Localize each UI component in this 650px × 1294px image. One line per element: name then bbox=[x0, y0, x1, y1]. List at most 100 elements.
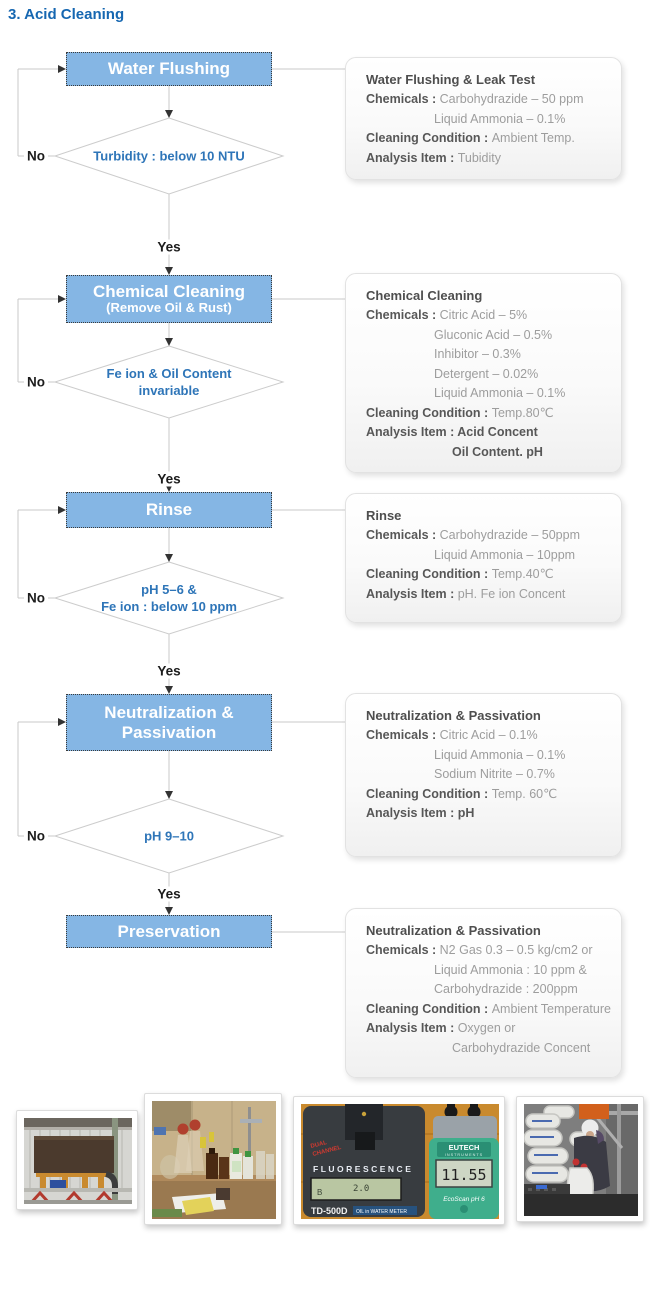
card-line-value: Sodium Nitrite – 0.7% bbox=[434, 767, 555, 781]
box-label: Water Flushing bbox=[107, 59, 231, 79]
decision-text: Fe ion & Oil Content bbox=[106, 366, 232, 381]
meter-channel-text: B bbox=[317, 1188, 322, 1197]
card-line: Analysis Item : Oxygen or bbox=[366, 1019, 607, 1039]
decision-ph-fe-label: pH 5–6 & Fe ion : below 10 ppm bbox=[54, 581, 284, 615]
photo-measurement-meters: DUAL CHANNEL FLUORESCENCE B 2.0 TD-500D … bbox=[293, 1096, 505, 1225]
card-line-value: pH. Fe ion Concent bbox=[457, 586, 566, 601]
card-line: Carbohydrazide : 200ppm bbox=[366, 980, 607, 1000]
card-line-value: Carbohydrazide – 50ppm bbox=[439, 528, 581, 542]
card-line-label: Cleaning Condition : bbox=[366, 786, 492, 801]
card-line: Liquid Ammonia – 0.1% bbox=[366, 110, 607, 130]
card-line: Analysis Item : pH bbox=[366, 804, 607, 824]
card-line-value: Temp.80℃ bbox=[491, 405, 554, 420]
decision-text: Fe ion : below 10 ppm bbox=[101, 599, 237, 614]
page-title: 3. Acid Cleaning bbox=[8, 6, 125, 23]
card-line: Chemicals : Carbohydrazide – 50ppm bbox=[366, 526, 607, 546]
photo-lab-bench-image bbox=[152, 1101, 276, 1219]
card-line: Cleaning Condition : Ambient Temperature bbox=[366, 1000, 611, 1020]
info-card-rinse: Rinse Chemicals : Carbohydrazide – 50ppm… bbox=[345, 493, 622, 623]
box-rinse: Rinse bbox=[66, 492, 272, 528]
card-line: Liquid Ammonia – 0.1% bbox=[366, 746, 607, 766]
card-line-value: Liquid Ammonia – 10ppm bbox=[434, 547, 576, 562]
box-sublabel: (Remove Oil & Rust) bbox=[106, 300, 232, 316]
card-line: Oil Content. pH bbox=[366, 443, 607, 463]
card-line-value: Temp. 60℃ bbox=[491, 786, 558, 801]
card-line-value: Oxygen or bbox=[457, 1021, 516, 1035]
card-line-label: Chemicals : bbox=[366, 943, 440, 957]
card-line-value: Inhibitor – 0.3% bbox=[434, 347, 521, 361]
card-line-value: Liquid Ammonia – 0.1% bbox=[434, 747, 566, 762]
box-preservation: Preservation bbox=[66, 915, 272, 948]
box-label: Passivation bbox=[121, 722, 217, 742]
card-lines: Chemicals : N2 Gas 0.3 – 0.5 kg/cm2 or Li… bbox=[366, 941, 611, 1059]
box-label: Rinse bbox=[145, 500, 193, 520]
card-line-value: Carbohydrazide : 200ppm bbox=[434, 982, 578, 996]
decision-text: pH 9–10 bbox=[144, 828, 194, 844]
card-line-value: Citric Acid – 0.1% bbox=[439, 728, 538, 742]
meter-reading-text: 2.0 bbox=[353, 1184, 369, 1194]
card-line: Carbohydrazide Concent bbox=[366, 1039, 607, 1059]
box-neutralization-passivation: Neutralization & Passivation bbox=[66, 694, 272, 751]
card-line: Gluconic Acid – 0.5% bbox=[366, 326, 607, 346]
card-lines: Chemicals : Citric Acid – 0.1%Liquid Amm… bbox=[366, 726, 607, 824]
edge-label-yes: Yes bbox=[154, 239, 184, 255]
card-line-value: Oil Content. pH bbox=[452, 444, 543, 459]
card-line-label: Cleaning Condition : bbox=[366, 1001, 492, 1016]
decision-ph-9-10-label: pH 9–10 bbox=[54, 828, 284, 845]
card-line: Analysis Item : pH. Fe ion Concent bbox=[366, 585, 607, 605]
card-line-value: Detergent – 0.02% bbox=[434, 366, 539, 381]
card-title: Rinse bbox=[366, 508, 402, 523]
decision-fe-oil-label: Fe ion & Oil Content invariable bbox=[54, 365, 284, 399]
card-line-value: Gluconic Acid – 0.5% bbox=[434, 327, 553, 342]
card-line-value: Acid Concent bbox=[457, 425, 538, 439]
ph-reading-text: 11.55 bbox=[441, 1166, 486, 1184]
card-line-value: N2 Gas 0.3 – 0.5 kg/cm2 or bbox=[439, 943, 593, 957]
decision-turbidity-label: Turbidity : below 10 NTU bbox=[54, 148, 284, 165]
meter-tag-text: OIL in WATER METER bbox=[356, 1209, 407, 1215]
edge-label-no: No bbox=[24, 374, 48, 390]
card-line: Cleaning Condition : Temp. 60℃ bbox=[366, 785, 607, 805]
card-line-value: Liquid Ammonia : 10 ppm & bbox=[434, 962, 587, 977]
meter-label-text: FLUORESCENCE bbox=[313, 1164, 413, 1174]
box-water-flushing: Water Flushing bbox=[66, 52, 272, 86]
edge-label-no: No bbox=[24, 590, 48, 606]
edge-label-no: No bbox=[24, 828, 48, 844]
card-line: Liquid Ammonia : 10 ppm & bbox=[366, 961, 607, 981]
photo-lab-bench bbox=[144, 1093, 282, 1225]
info-card-chemical-cleaning: Chemical Cleaning Chemicals : Citric Aci… bbox=[345, 273, 622, 473]
card-line-label: Analysis Item : bbox=[366, 425, 458, 439]
photo-chemical-bags bbox=[516, 1096, 644, 1222]
ph-meter-brand-sub-text: INSTRUMENTS bbox=[445, 1153, 483, 1157]
card-title: Neutralization & Passivation bbox=[366, 708, 541, 723]
card-line: Cleaning Condition : Temp.80℃ bbox=[366, 404, 607, 424]
card-title: Neutralization & Passivation bbox=[366, 923, 541, 938]
card-line-label: Chemicals : bbox=[366, 528, 440, 542]
decision-text: invariable bbox=[138, 383, 200, 398]
box-label: Neutralization & bbox=[104, 702, 234, 722]
decision-text: pH 5–6 & bbox=[141, 582, 197, 597]
photo-chemical-bags-image bbox=[524, 1104, 638, 1216]
meter-model-text: TD-500D bbox=[311, 1206, 348, 1216]
card-line-label: Chemicals : bbox=[366, 308, 440, 322]
photo-flushing-tank bbox=[16, 1110, 138, 1210]
card-line-label: Cleaning Condition : bbox=[366, 567, 492, 581]
card-title: Water Flushing & Leak Test bbox=[366, 72, 536, 87]
card-line: Liquid Ammonia – 0.1% bbox=[366, 384, 607, 404]
info-card-preservation: Neutralization & Passivation Chemicals :… bbox=[345, 908, 622, 1078]
card-line: Analysis Item : Acid Concent bbox=[366, 423, 607, 443]
edge-label-yes: Yes bbox=[154, 886, 184, 902]
ph-meter-model-text: EcoScan pH 6 bbox=[443, 1196, 485, 1203]
card-line: Chemicals : Citric Acid – 0.1% bbox=[366, 726, 607, 746]
card-line: Chemicals : Carbohydrazide – 50 ppm bbox=[366, 90, 607, 110]
card-line-value: Liquid Ammonia – 0.1% bbox=[434, 386, 566, 400]
box-chemical-cleaning: Chemical Cleaning (Remove Oil & Rust) bbox=[66, 275, 272, 323]
card-line-label: Analysis Item : bbox=[366, 150, 458, 165]
meter-brand-text: DUAL bbox=[310, 1140, 328, 1150]
card-line: Detergent – 0.02% bbox=[366, 365, 607, 385]
card-line-value: Temp.40℃ bbox=[491, 567, 554, 581]
card-line: Chemicals : Citric Acid – 5% bbox=[366, 306, 607, 326]
card-line-value: Carbohydrazide Concent bbox=[452, 1040, 591, 1055]
card-line-value: Tubidity bbox=[457, 150, 502, 165]
card-line-label: Cleaning Condition : bbox=[366, 131, 492, 145]
